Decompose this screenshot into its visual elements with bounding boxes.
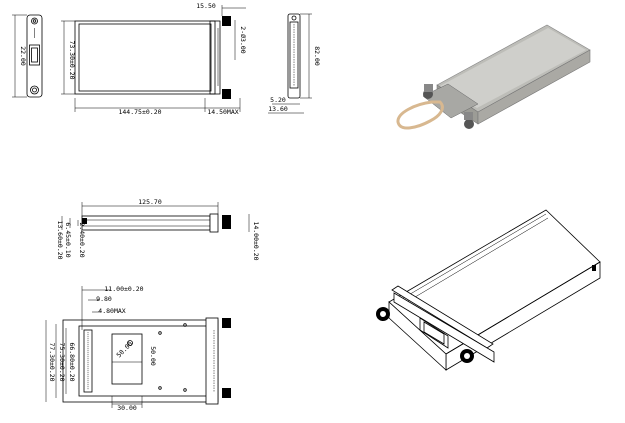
bottom-view-label-4: 4.80MAX xyxy=(98,307,125,315)
top-view-body xyxy=(74,20,216,95)
module-photo-pull-tab xyxy=(396,100,444,130)
front-view-body xyxy=(26,14,43,98)
front-view-height-label: 22.00 xyxy=(19,46,27,66)
module-isometric-connector xyxy=(419,317,449,349)
top-view-width-label: 73.30±0.20 xyxy=(68,40,76,79)
front-view-connector xyxy=(29,44,40,66)
bottom-view: 11.00±0.20 9.80 4.80MAX 77.30±0.20 75.30… xyxy=(45,285,231,412)
bottom-view-label-50b: 50.00 xyxy=(115,340,135,360)
bottom-view-label-30: 30.00 xyxy=(117,404,137,412)
front-view: 22.00 xyxy=(12,14,43,98)
bottom-view-label-75: 75.30±0.20 xyxy=(58,342,66,381)
top-view-bottom-screw xyxy=(222,89,231,99)
bottom-view-top-screw xyxy=(222,318,231,328)
long-side-view: 125.70 13.60±0.20 6.45±0.10 2.40±0.20 14… xyxy=(56,198,260,261)
long-side-view-total-label: 13.60±0.20 xyxy=(56,220,64,259)
module-isometric xyxy=(376,209,601,371)
top-view: 73.30±0.20 144.75±0.20 14.50MAX 15.50 2-… xyxy=(61,2,247,116)
side-view-bottom-small-label: 5.20 xyxy=(270,96,286,104)
bottom-view-label-66: 66.80±0.20 xyxy=(68,342,76,381)
side-view-height-label: 82.00 xyxy=(313,46,321,66)
long-side-view-body xyxy=(81,215,211,231)
top-view-length-label: 144.75±0.20 xyxy=(118,108,161,116)
long-side-view-screw xyxy=(222,215,231,229)
bottom-view-bottom-screw xyxy=(222,388,231,398)
bottom-view-label-50: 50.00 xyxy=(149,346,157,366)
top-view-top-screw xyxy=(222,16,231,26)
side-view-body xyxy=(287,13,301,99)
front-view-top-screw xyxy=(31,17,38,25)
top-view-handle-max-label: 14.50MAX xyxy=(207,108,238,116)
long-side-view-offset-label: 2.40±0.20 xyxy=(78,222,86,257)
top-view-side-small-label: 2-Ø3.00 xyxy=(239,26,247,53)
bottom-view-label-11: 11.00±0.20 xyxy=(104,285,143,293)
bottom-view-label-77: 77.30±0.20 xyxy=(48,342,56,381)
side-view: 82.00 5.20 13.60 xyxy=(268,13,321,114)
bottom-view-label-area xyxy=(111,333,143,385)
top-view-tab-offset-label: 15.50 xyxy=(196,2,216,10)
bottom-view-body xyxy=(62,319,219,403)
module-photo xyxy=(396,24,591,130)
front-view-bottom-screw xyxy=(30,85,39,95)
long-side-view-length-label: 125.70 xyxy=(138,198,162,206)
bottom-view-label-9: 9.80 xyxy=(96,295,112,303)
long-side-view-thickness-label: 6.45±0.10 xyxy=(64,222,72,257)
side-view-bottom-label: 13.60 xyxy=(268,105,288,113)
top-view-front-bezel xyxy=(209,20,221,95)
bottom-view-edge-connector xyxy=(83,329,93,393)
long-side-view-right-label: 14.00±0.20 xyxy=(252,221,260,260)
